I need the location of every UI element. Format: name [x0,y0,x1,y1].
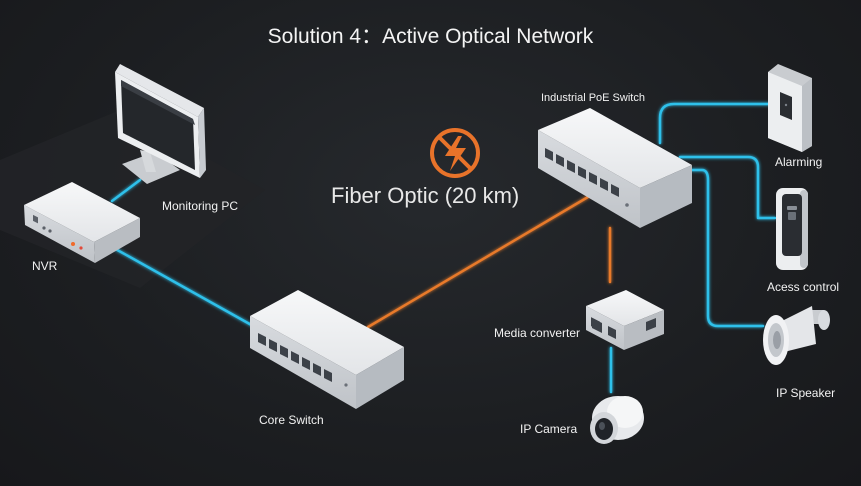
monitoring-pc-label: Monitoring PC [162,199,239,213]
ip-camera-label: IP Camera [520,422,578,436]
fiber-optic-link [366,195,590,329]
switch-access-link [678,155,777,220]
fiber-optic-label: Fiber Optic (20 km) [331,183,520,208]
industrial-poe-switch-label: Industrial PoE Switch [541,92,645,104]
diagram-title: Solution 4：Active Optical Network [267,25,594,48]
alarming-label: Alarming [775,155,823,169]
nvr-core-link [110,245,257,329]
ip-speaker-label: IP Speaker [776,386,836,400]
industrial-poe-switch [538,108,692,228]
monitoring-pc [115,64,206,184]
lightning-warning-icon [430,128,480,178]
ip-speaker [763,306,830,365]
access-control-label: Acess control [767,280,840,294]
ip-camera [590,396,644,444]
media-converter-label: Media converter [494,326,581,340]
media-converter [586,290,664,350]
switch-alarming-link [658,102,772,145]
core-switch-label: Core Switch [259,413,324,427]
switch-speaker-link [690,168,765,328]
core-switch [250,290,404,409]
alarming-device [768,64,812,152]
pc-nvr-link [110,178,142,203]
access-control-device [776,188,808,270]
nvr [24,182,140,263]
nvr-label: NVR [32,259,58,273]
